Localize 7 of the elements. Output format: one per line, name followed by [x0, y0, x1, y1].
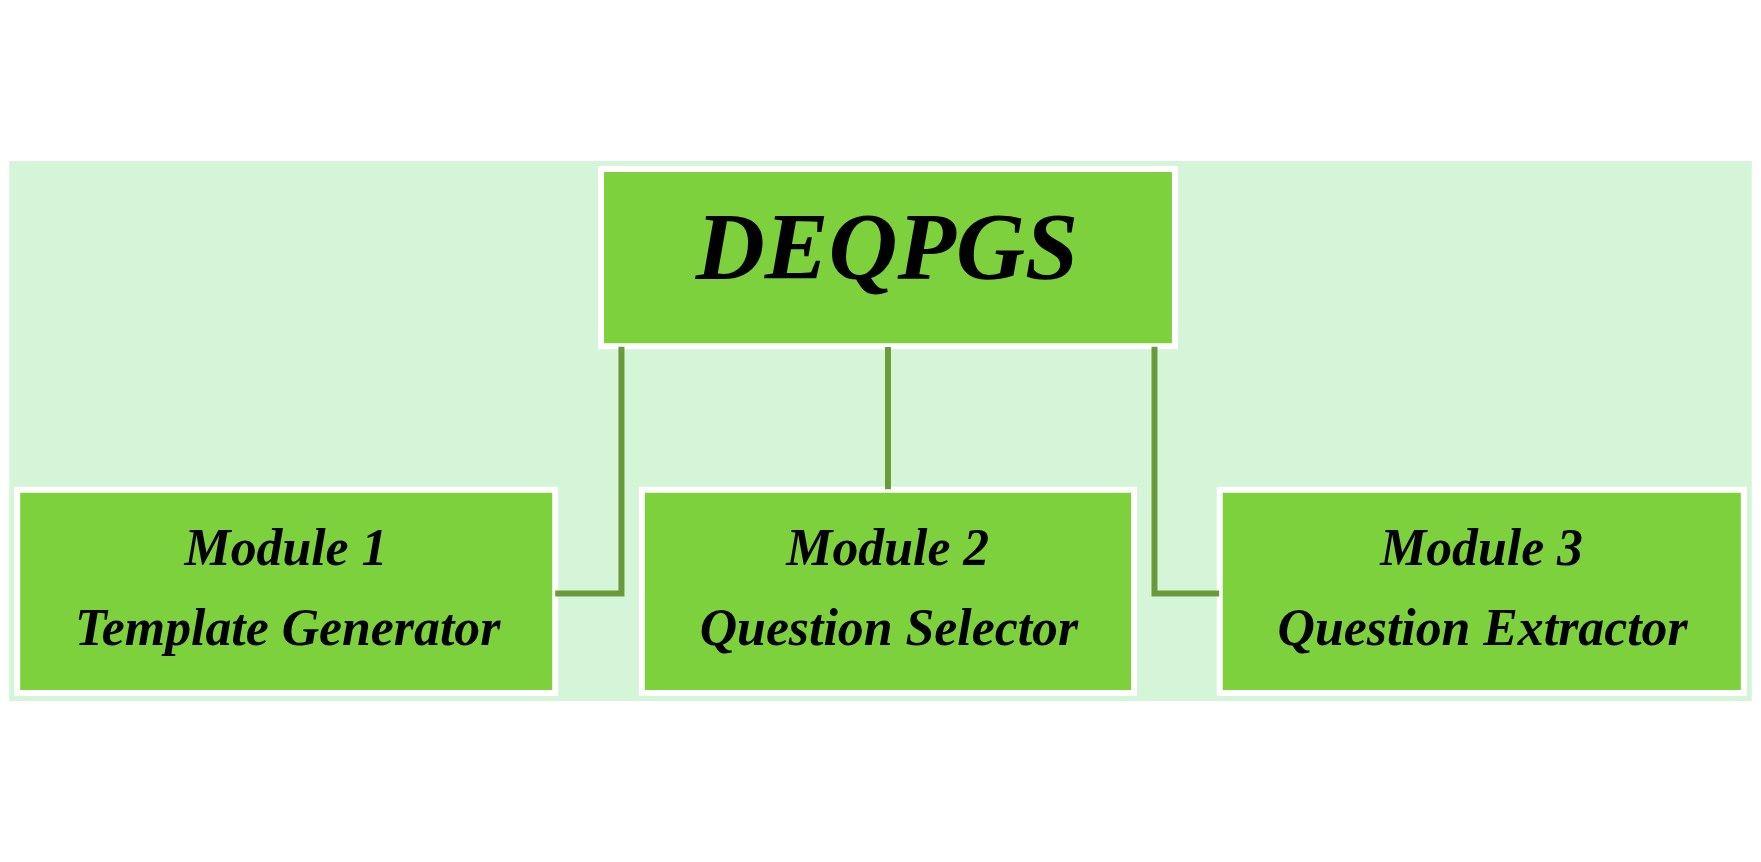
connector [1151, 346, 1220, 597]
node-box: Module 3 Question Extractor [1216, 486, 1747, 696]
node-box: Module 1 Template Generator [14, 486, 559, 696]
node-box: Module 2 Question Selector [638, 486, 1138, 696]
node-box: DEQPGS [598, 166, 1178, 350]
connector [555, 346, 625, 597]
connector [885, 347, 891, 490]
